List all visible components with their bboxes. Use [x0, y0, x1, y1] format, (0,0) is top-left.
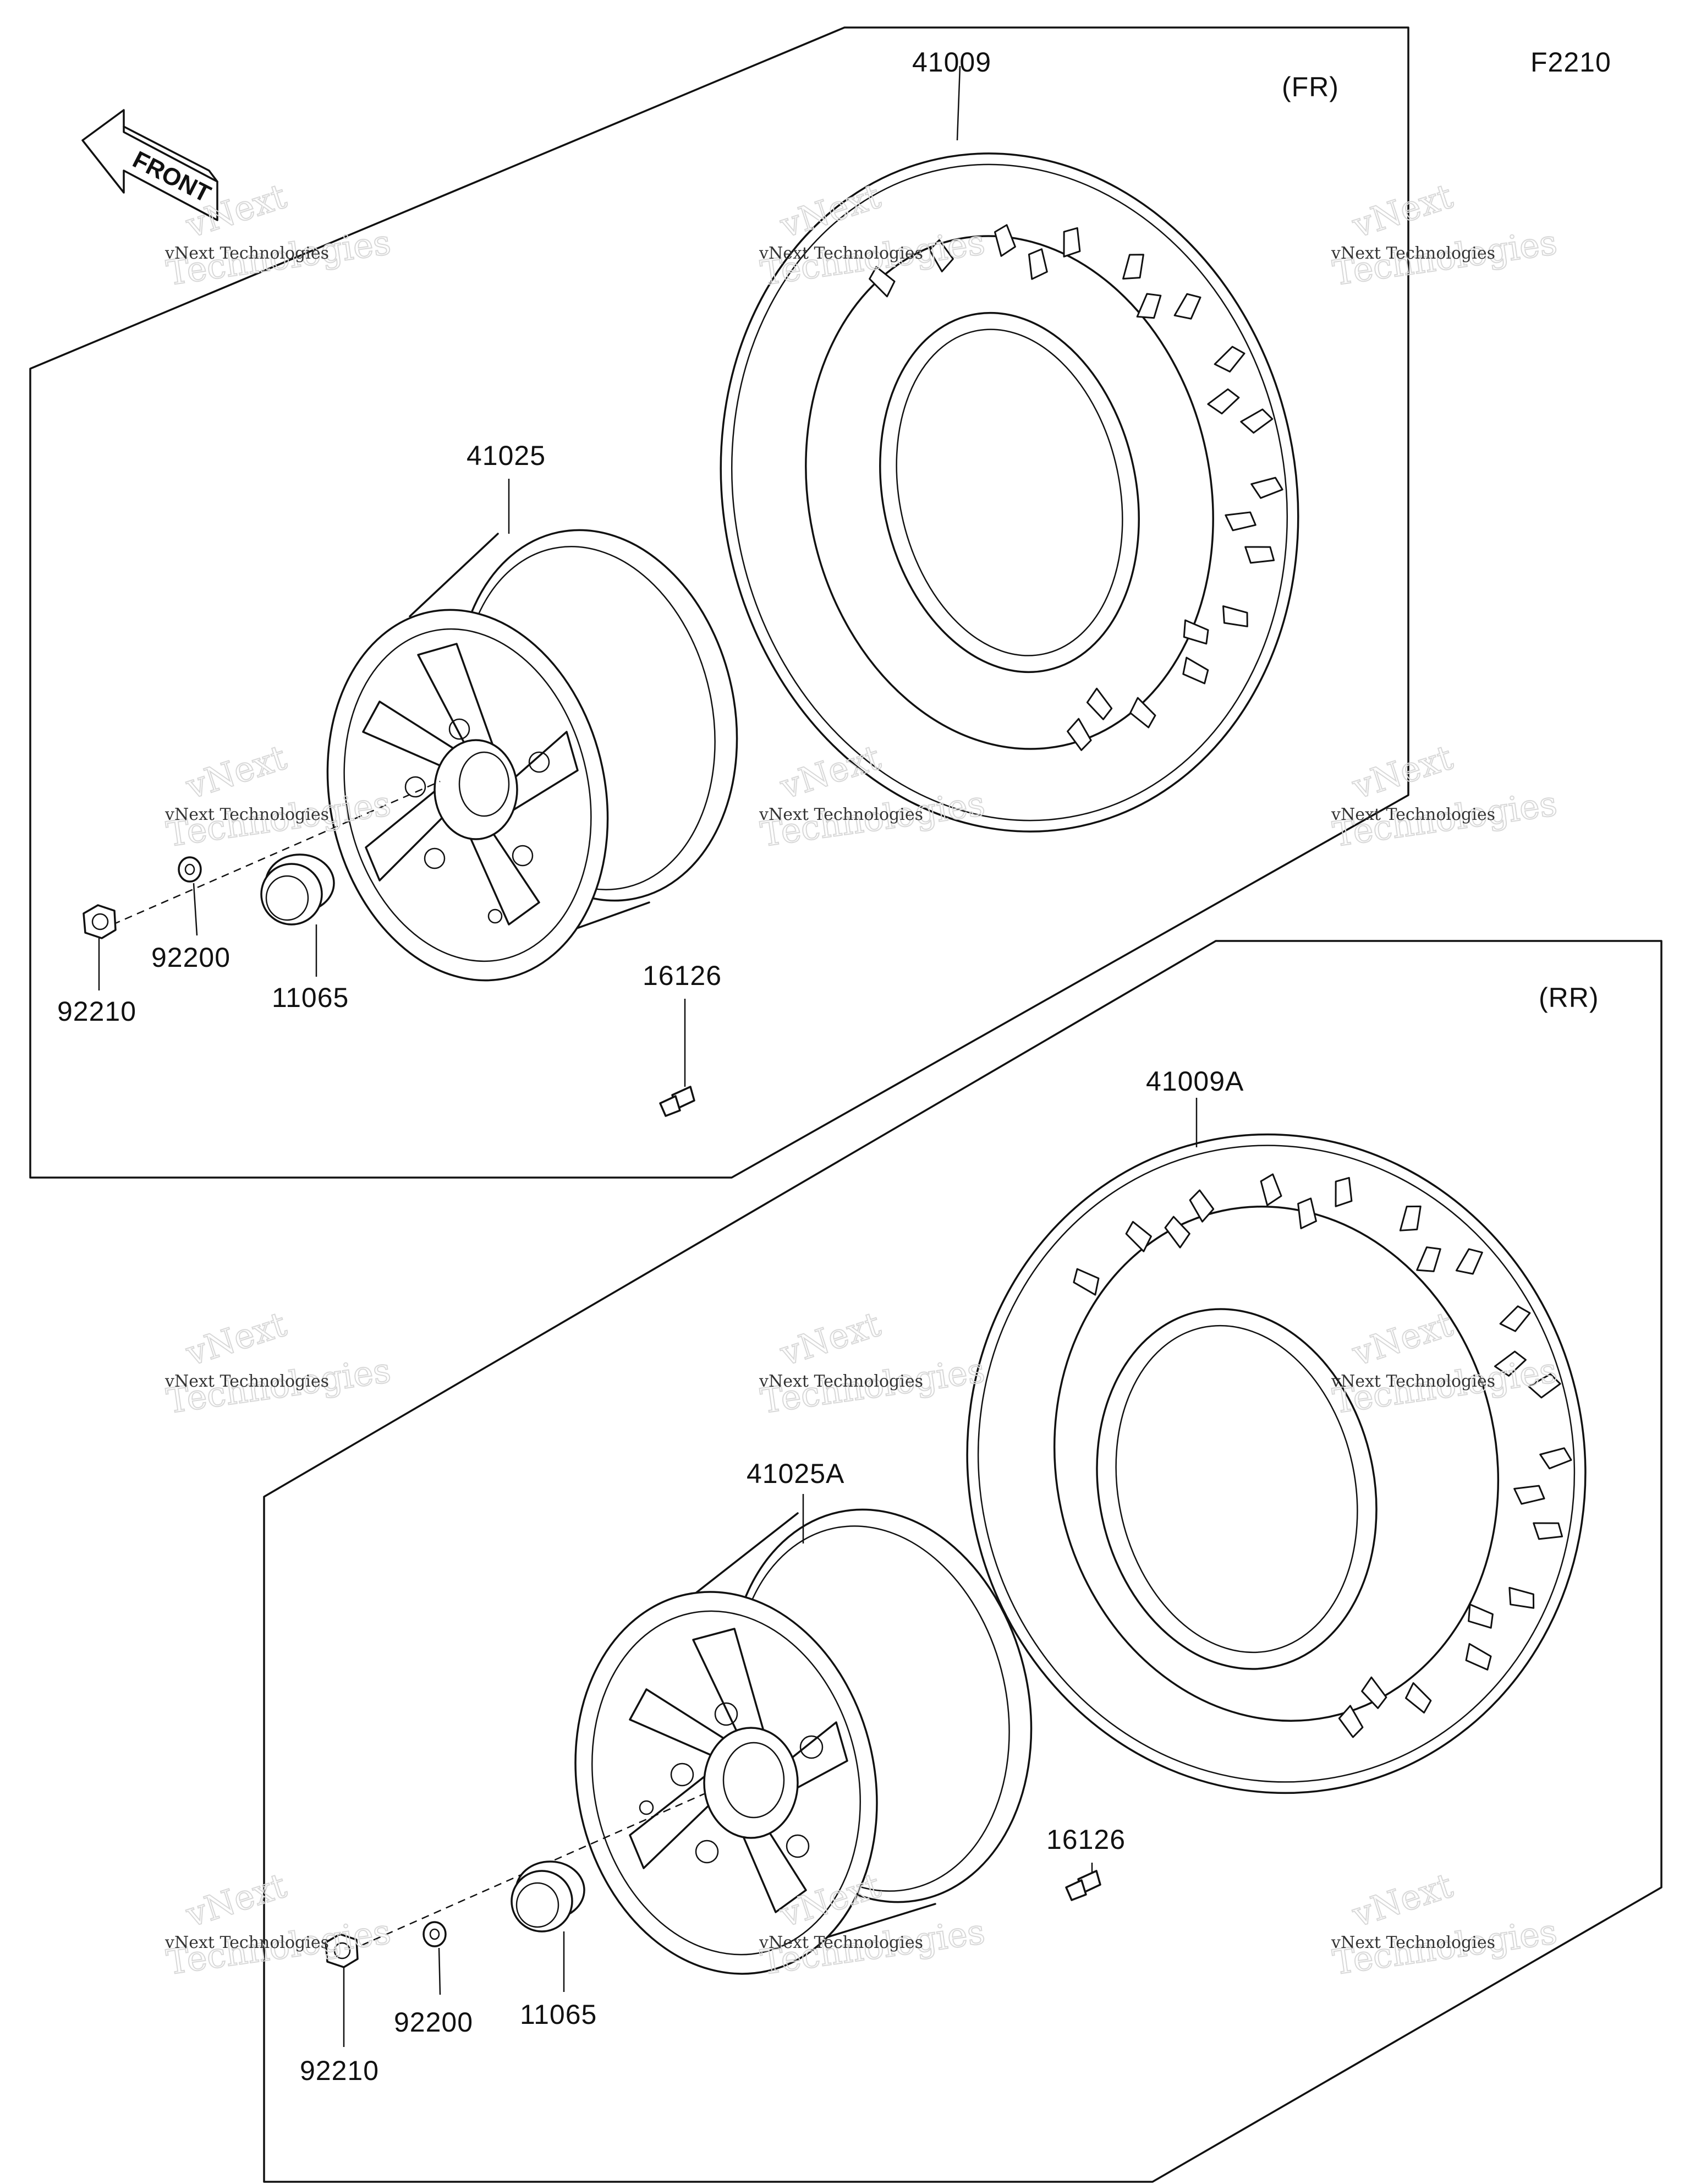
rear-tire: [966, 1133, 1587, 1794]
front-valve-stem: [659, 1086, 695, 1117]
svg-text:vNext: vNext: [1347, 176, 1457, 245]
svg-text:vNext Technologies: vNext Technologies: [164, 1372, 329, 1391]
svg-text:vNext: vNext: [181, 1304, 291, 1373]
rear-group-label: (RR): [1539, 982, 1599, 1013]
part-number-fr-nut: 92210: [57, 996, 136, 1027]
watermark: vNext Technologies vNext Technologies: [163, 1864, 393, 1983]
svg-text:vNext: vNext: [1347, 737, 1457, 807]
svg-text:vNext Technologies: vNext Technologies: [759, 1372, 923, 1391]
part-number-fr-valve: 16126: [643, 960, 722, 991]
front-nut: [83, 904, 117, 939]
svg-text:vNext Technologies: vNext Technologies: [759, 805, 923, 824]
svg-text:vNext Technologies: vNext Technologies: [1331, 1372, 1495, 1391]
part-number-rr-washer: 92200: [394, 2007, 473, 2038]
svg-text:vNext Technologies: vNext Technologies: [164, 244, 329, 263]
front-group-frame: [29, 26, 1409, 1179]
svg-text:vNext Technologies: vNext Technologies: [759, 1933, 923, 1952]
rear-wheel: [574, 1508, 1033, 1975]
part-number-fr-tire: 41009: [912, 47, 991, 78]
part-number-rr-wheel: 41025A: [747, 1458, 844, 1489]
rear-nut: [325, 1933, 359, 1968]
watermark: vNext Technologies vNext Technologies: [758, 1303, 987, 1421]
svg-text:vNext Technologies: vNext Technologies: [164, 1933, 329, 1952]
front-hub-cap: [260, 853, 335, 926]
svg-text:vNext: vNext: [775, 1304, 885, 1373]
svg-text:vNext: vNext: [181, 1865, 291, 1935]
part-number-rr-nut: 92210: [300, 2055, 379, 2086]
svg-text:vNext Technologies: vNext Technologies: [1331, 244, 1495, 263]
svg-text:vNext: vNext: [1347, 1865, 1457, 1935]
watermark: vNext Technologies vNext Technologies: [1330, 175, 1560, 293]
part-number-fr-washer: 92200: [151, 942, 231, 973]
watermark: vNext Technologies vNext Technologies: [1330, 1864, 1560, 1983]
front-washer: [178, 856, 202, 883]
part-number-rr-tire: 41009A: [1146, 1066, 1244, 1097]
rear-hub-cap: [511, 1860, 585, 1933]
front-wheel: [326, 529, 738, 982]
figure-code: F2210: [1530, 47, 1611, 78]
svg-text:vNext Technologies: vNext Technologies: [164, 805, 329, 824]
svg-text:vNext: vNext: [775, 737, 885, 807]
rear-group-frame: [263, 940, 1662, 2183]
rear-washer: [422, 1921, 447, 1947]
watermark: vNext Technologies vNext Technologies: [1330, 736, 1560, 855]
svg-text:vNext Technologies: vNext Technologies: [1331, 1933, 1495, 1952]
front-group-label: (FR): [1282, 72, 1339, 102]
part-number-rr-cap: 11065: [520, 1999, 597, 2030]
front-tire: [720, 152, 1299, 833]
svg-text:vNext Technologies: vNext Technologies: [759, 244, 923, 263]
svg-text:vNext: vNext: [181, 737, 291, 807]
part-number-fr-cap: 11065: [272, 982, 349, 1013]
part-number-rr-valve: 16126: [1046, 1824, 1126, 1855]
part-number-fr-wheel: 41025: [467, 440, 546, 471]
watermark: vNext Technologies vNext Technologies: [163, 1303, 393, 1421]
svg-text:vNext Technologies: vNext Technologies: [1331, 805, 1495, 824]
rear-valve-stem: [1065, 1870, 1101, 1901]
